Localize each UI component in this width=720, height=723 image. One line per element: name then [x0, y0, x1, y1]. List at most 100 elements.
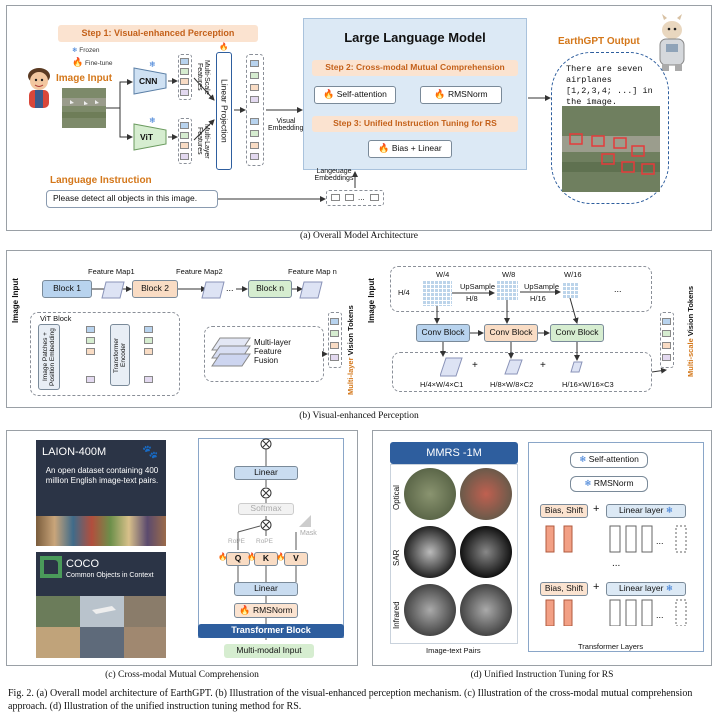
multilayer-vision-token-column: [328, 312, 342, 368]
conv-block-1: Conv Block: [416, 324, 470, 342]
language-embeddings-label: Langeuage Embeddings: [314, 168, 354, 182]
multilayer-fusion-label: Multi-layer Feature Fusion: [254, 338, 291, 365]
language-instruction-title: Language Instruction: [50, 175, 152, 186]
llm-title: Large Language Model: [344, 30, 486, 45]
aerial-input-image: [62, 88, 106, 128]
laion-card: [36, 440, 166, 524]
linear-top-block: Linear: [234, 466, 298, 480]
layer-dots-bottom: ...: [656, 610, 664, 620]
multiscale-features-label: Multi-Scale Features: [196, 59, 210, 95]
h16-label: H/16: [530, 294, 546, 303]
feature-map2-label: Feature Map2: [176, 267, 223, 276]
sar-label: SAR: [392, 549, 401, 567]
grid-w4: [422, 280, 452, 306]
laion-image-strip: [36, 516, 166, 546]
layer-dots-middle: ...: [612, 558, 621, 569]
upsample2-label: UpSample: [524, 282, 560, 291]
w16-label: W/16: [564, 270, 582, 279]
step2-banner: Step 2: Cross-modal Mutual Comprehension: [312, 60, 518, 76]
w4-label: W/4: [436, 270, 450, 279]
language-embeddings-row: [326, 190, 384, 206]
caption-c: (c) Cross-modal Mutual Comprehension: [105, 670, 259, 680]
visual-embeddings-label: Visual Embeddings: [268, 118, 307, 132]
v-block: V: [284, 552, 308, 566]
block1: Block 1: [42, 280, 92, 298]
vit-block-panel: [30, 312, 180, 396]
multilayer-features-label: Multi-Layer Features: [196, 123, 210, 159]
caption-a: (a) Overall Model Architecture: [300, 231, 418, 241]
output-dashed-circle: [551, 52, 669, 204]
instruction-textbox: Please detect all objects in this image.: [46, 190, 218, 208]
h4-label: H/4: [398, 288, 410, 297]
astronaut-llama-icon: [659, 14, 685, 71]
step3-banner: Step 3: Unified Instruction Tuning for R…: [312, 116, 518, 132]
cnn-frozen-icon: ❄: [149, 60, 156, 69]
k-block: K: [254, 552, 278, 566]
bias-linear-block: 🔥 Bias + Linear: [368, 140, 452, 158]
self-attention-d-block: ❄ Self-attention: [570, 452, 648, 468]
infrared-label: Infrared: [392, 601, 401, 629]
linear-layer-top: Linear layer ❄: [606, 504, 686, 518]
cnn-label: CNN: [139, 76, 158, 86]
dim3-label: H/16×W/16×C3: [562, 380, 614, 389]
legend-finetune: 🔥 Fine-tune: [72, 57, 113, 67]
self-attention-block: 🔥 Self-attention: [314, 86, 396, 104]
output-text: There are seven airplanes [1,2,3,4; ...]…: [566, 64, 653, 108]
user-avatar-icon: [28, 68, 50, 108]
pyramid-dots: ...: [614, 284, 622, 294]
k-finetune-icon: 🔥: [247, 552, 257, 561]
h8-label: H/8: [466, 294, 478, 303]
multiscale-planes: [440, 357, 583, 377]
grid-w8: [496, 280, 518, 300]
q-block: Q: [226, 552, 250, 566]
image-input-title: Image Input: [56, 73, 113, 84]
transformer-layers-label: Transformer Layers: [578, 642, 644, 651]
dim1-label: H/4×W/4×C1: [420, 380, 464, 389]
block2: Block 2: [132, 280, 178, 298]
caption-d: (d) Unified Instruction Tuning for RS: [470, 670, 614, 680]
rope-q-label: RoPE: [228, 538, 245, 545]
rmsnorm-block: 🔥 RMSNorm: [420, 86, 502, 104]
v-finetune-icon: 🔥: [276, 552, 286, 561]
rope-k-label: RoPE: [256, 538, 273, 545]
layer-bars: [545, 525, 687, 626]
feature-pyramid-panel: [390, 266, 652, 312]
vit-frozen-icon: ❄: [149, 116, 156, 125]
multilayer-vision-tokens-label: Multi-layer Vision Tokens: [346, 305, 355, 395]
step1-banner: Step 1: Visual-enhanced Perception: [58, 25, 258, 42]
bias-shift-bottom: Bias, Shift: [540, 582, 588, 596]
optical-label: Optical: [392, 485, 401, 511]
laion-title: LAION-400M: [42, 446, 107, 458]
figure-caption: Fig. 2. (a) Overall model architecture o…: [8, 688, 693, 712]
feature-map1-label: Feature Map1: [88, 267, 135, 276]
coco-logo-icon: [40, 556, 62, 578]
multiscale-output-panel: [392, 352, 652, 392]
plus-2: +: [540, 360, 546, 371]
transformer-layers-panel: [528, 442, 704, 652]
vit-encoder: [133, 123, 167, 151]
detection-result-image: [562, 106, 660, 192]
conv-block-3: Conv Block: [550, 324, 604, 342]
transformer-encoder-block: Transformer Encoder: [110, 324, 130, 386]
plus-bottom: +: [593, 581, 600, 593]
softmax-block: Softmax: [238, 503, 294, 515]
image-input-vertical-left: Image Input: [11, 278, 20, 324]
cnn-encoder: [133, 67, 167, 95]
visual-embeddings-column: [246, 54, 264, 166]
mask-triangle-icon: [299, 515, 311, 527]
upsample1-label: UpSample: [460, 282, 496, 291]
multimodal-input-label: Multi-modal Input: [224, 644, 314, 658]
patches-block: Image Patches + Position Embedding: [38, 324, 60, 390]
mmrs-dataset-panel: [390, 464, 518, 644]
multiscale-vision-tokens-label: Multi-scale Vision Tokens: [686, 285, 695, 377]
plus-top: +: [593, 503, 600, 515]
feature-mapn-label: Feature Map n: [288, 267, 337, 276]
coco-title: COCO: [66, 558, 99, 570]
multiscale-token-column: [178, 54, 192, 100]
dim2-label: H/8×W/8×C2: [490, 380, 534, 389]
w8-label: W/8: [502, 270, 516, 279]
multilayer-token-column: [178, 118, 192, 164]
legend-frozen: ❄ Frozen: [72, 47, 100, 54]
layer-dots-top: ...: [656, 536, 664, 546]
linear-projection-finetune-icon: 🔥: [219, 42, 229, 51]
